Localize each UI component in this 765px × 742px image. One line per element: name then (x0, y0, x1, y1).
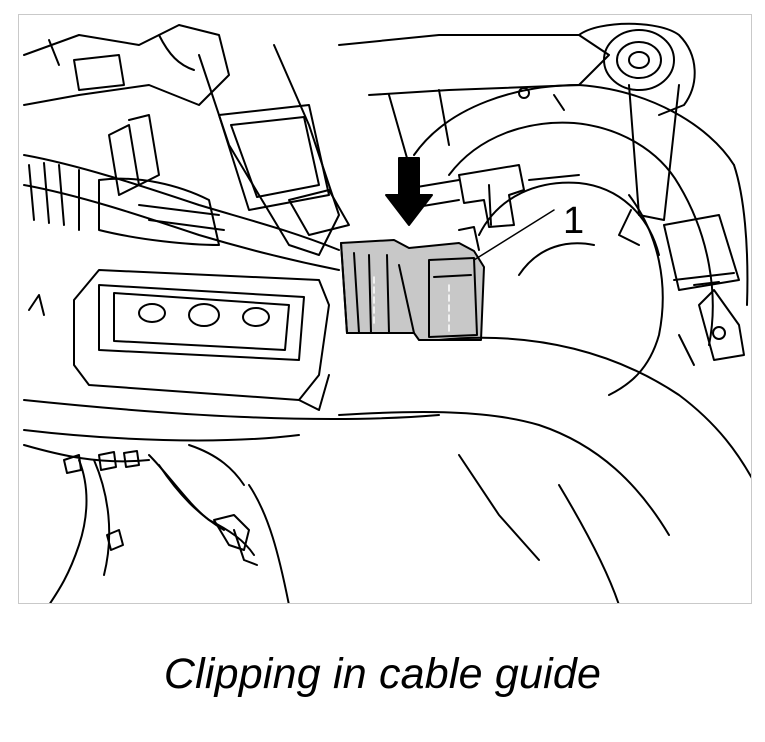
figure-caption: Clipping in cable guide (163, 650, 602, 698)
callout-number: 1 (563, 200, 584, 242)
down-arrow-icon (385, 157, 433, 226)
figure-frame: 1 (18, 14, 752, 604)
column-bracket (198, 44, 350, 256)
lower-cover (23, 336, 751, 603)
callout-leader (473, 209, 555, 261)
technical-illustration: 1 (23, 22, 751, 603)
upper-left-bracket (23, 24, 230, 106)
three-hole-block (73, 269, 330, 411)
highlighted-component (340, 226, 485, 341)
lower-wiring (23, 444, 290, 603)
strap-and-pulley (578, 22, 745, 366)
left-clips (28, 114, 160, 316)
cable-bundle (23, 154, 340, 271)
blower-housing (413, 84, 749, 396)
upper-panel (338, 34, 610, 166)
